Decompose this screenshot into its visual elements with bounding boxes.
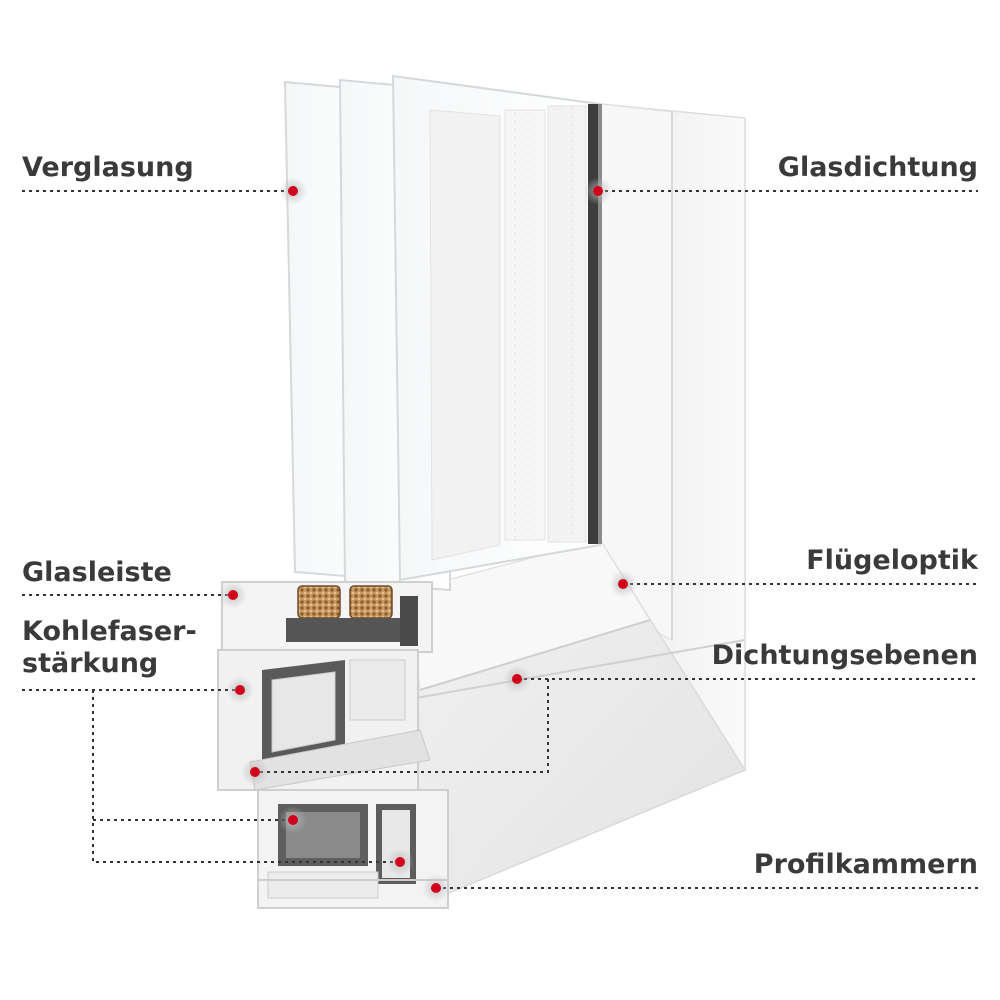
label-glasdichtung: Glasdichtung — [777, 152, 978, 183]
label-fluegeloptik: Flügeloptik — [806, 545, 978, 576]
markers — [219, 177, 637, 902]
marker-profilkammern — [422, 874, 450, 902]
label-glasleiste: Glasleiste — [22, 557, 172, 588]
marker-dichtungsebenen-2 — [241, 758, 269, 786]
label-dichtungsebenen: Dichtungsebenen — [711, 640, 978, 671]
marker-kohlefaser-1 — [226, 676, 254, 704]
marker-glasdichtung — [584, 177, 612, 205]
label-profilkammern: Profilkammern — [753, 849, 978, 880]
marker-fluegeloptik — [609, 570, 637, 598]
marker-verglasung — [279, 177, 307, 205]
glazing-panes — [283, 74, 602, 592]
marker-kohlefaser-3 — [386, 848, 414, 876]
marker-kohlefaser-2 — [279, 806, 307, 834]
frame-bottom-rail — [404, 539, 747, 907]
leader-lines — [22, 190, 978, 889]
marker-glasleiste — [219, 581, 247, 609]
marker-dichtungsebenen-1 — [503, 665, 531, 693]
leader-dichtungsebenen-branch — [255, 679, 549, 773]
leader-kohlefaser-branch — [92, 690, 400, 863]
label-verglasung: Verglasung — [22, 152, 194, 183]
label-kohlefaserstaerkung: Kohlefaser- stärkung — [22, 616, 197, 680]
profile-cross-section — [217, 581, 449, 909]
